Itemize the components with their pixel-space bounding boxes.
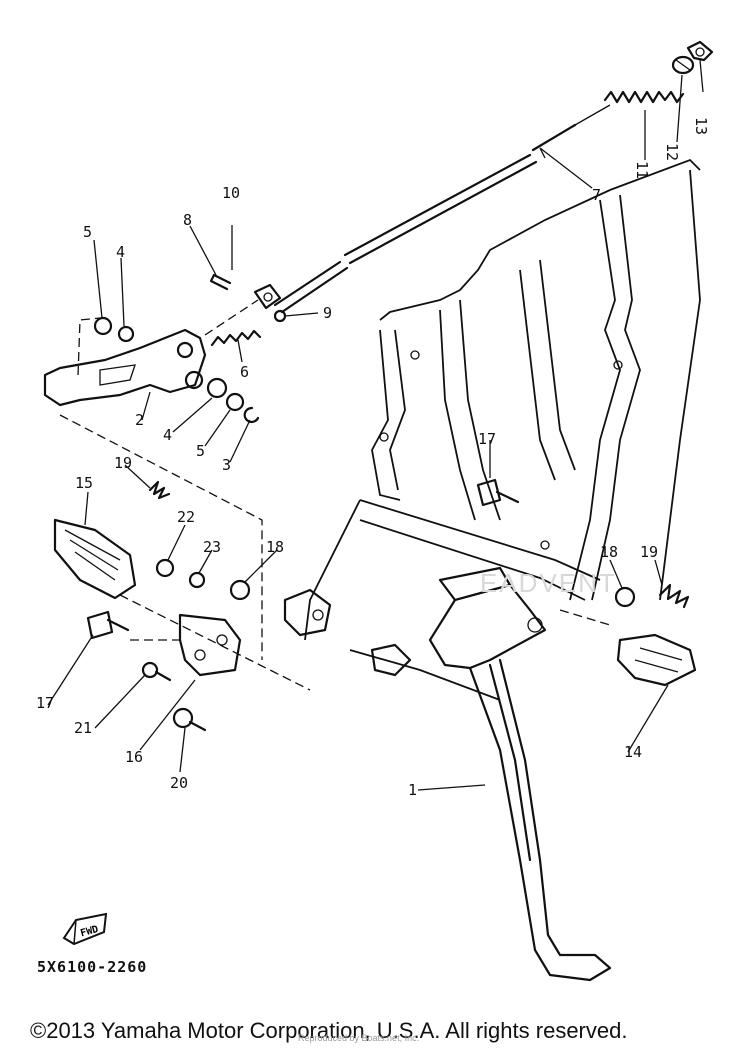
bolt-20 <box>172 707 207 732</box>
footrest-bracket <box>178 613 242 677</box>
cotter-pin <box>273 309 287 323</box>
bolt-17-left <box>86 610 130 640</box>
leader-lines <box>47 59 704 791</box>
copyright-notice: ©2013 Yamaha Motor Corporation, U.S.A. A… <box>30 1018 628 1043</box>
frame <box>304 158 701 701</box>
nut-23 <box>188 571 206 589</box>
callout-18: 18 <box>266 538 284 556</box>
cable-pin <box>671 55 695 75</box>
callout-23: 23 <box>203 538 221 556</box>
watermark: EADVENT <box>480 568 617 598</box>
wing-nut <box>686 40 714 62</box>
callout-17: 17 <box>36 694 54 712</box>
cable-clevis <box>253 283 282 310</box>
callout-18: 18 <box>600 543 618 561</box>
callout-7: 7 <box>592 186 601 204</box>
exploded-parts-diagram: 1 2 3 4 4 5 5 6 7 8 9 10 11 12 13 14 15 … <box>36 40 714 982</box>
callout-11: 11 <box>633 161 651 179</box>
callout-4: 4 <box>116 243 125 261</box>
callout-13: 13 <box>692 117 710 135</box>
callout-9: 9 <box>323 304 332 322</box>
callout-1: 1 <box>408 781 417 799</box>
fwd-arrow-icon: FWD <box>62 912 108 946</box>
fwd-label: FWD <box>79 924 99 939</box>
brake-pedal <box>43 328 207 407</box>
bolt-17-right <box>476 478 520 507</box>
side-stand <box>428 566 612 982</box>
stand-mount <box>283 588 332 637</box>
footer-watermark: Reproduced by Boats.net, Inc. <box>298 1033 420 1043</box>
diagram-code: 5X6100-2260 <box>37 958 148 976</box>
callout-8: 8 <box>183 211 192 229</box>
bolt-22 <box>155 558 175 578</box>
bolt-21 <box>141 661 172 682</box>
callout-3: 3 <box>222 456 231 474</box>
callout-4: 4 <box>163 426 172 444</box>
footrest-left <box>53 518 137 600</box>
callout-20: 20 <box>170 774 188 792</box>
callout-19: 19 <box>114 454 132 472</box>
bushing-lower-4 <box>206 377 228 399</box>
callout-17: 17 <box>478 430 496 448</box>
callout-10: 10 <box>222 184 240 202</box>
callout-12: 12 <box>663 143 681 161</box>
nut-18-left <box>229 579 251 601</box>
bushing-upper-4 <box>117 325 135 343</box>
callout-6: 6 <box>240 363 249 381</box>
footrest-right <box>616 633 697 687</box>
callout-14: 14 <box>624 743 642 761</box>
callout-22: 22 <box>177 508 195 526</box>
washer-upper-5 <box>93 316 113 336</box>
frame-clamp <box>370 643 412 677</box>
clevis-pin <box>209 225 233 291</box>
circlip-3 <box>243 406 260 424</box>
brake-cable <box>273 104 611 314</box>
spring-left-19 <box>148 480 171 500</box>
callouts: 1 2 3 4 4 5 5 6 7 8 9 10 11 12 13 14 15 … <box>36 117 710 799</box>
callout-16: 16 <box>125 748 143 766</box>
adjuster-spring <box>603 90 685 104</box>
callout-5: 5 <box>196 442 205 460</box>
callout-5: 5 <box>83 223 92 241</box>
callout-15: 15 <box>75 474 93 492</box>
washer-lower-5 <box>225 392 245 412</box>
callout-21: 21 <box>74 719 92 737</box>
spring-right-19 <box>658 583 690 609</box>
callout-19: 19 <box>640 543 658 561</box>
callout-2: 2 <box>135 411 144 429</box>
clevis-spring <box>210 329 262 347</box>
nut-18-right <box>614 586 636 608</box>
